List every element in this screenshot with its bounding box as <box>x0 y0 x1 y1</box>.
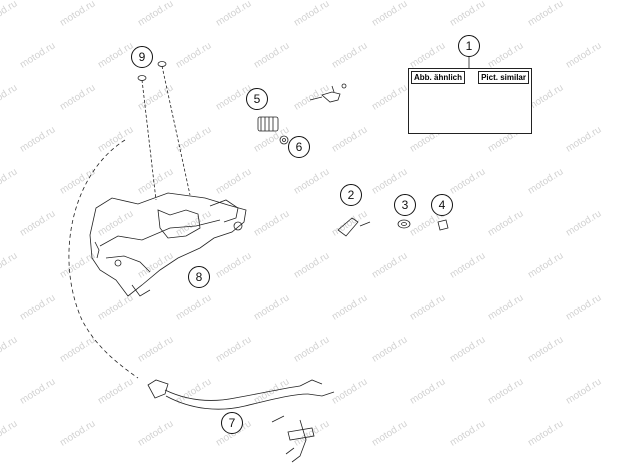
callout-3: 3 <box>394 194 416 216</box>
callout-8: 8 <box>188 266 210 288</box>
cable-part <box>147 379 335 463</box>
callout-1: 1 <box>458 35 480 57</box>
bolt-part <box>137 61 191 201</box>
part-4-screw <box>437 219 449 231</box>
callout-6: 6 <box>288 136 310 158</box>
callout-5: 5 <box>246 88 268 110</box>
label-pict-similar: Pict. similar <box>478 71 529 84</box>
part-5-connector <box>257 83 347 132</box>
callout-4: 4 <box>431 194 453 216</box>
label-abb-aehnlich: Abb. ähnlich <box>411 71 465 84</box>
part-3-grommet <box>397 219 411 229</box>
callout-9: 9 <box>131 46 153 68</box>
callout-7: 7 <box>221 412 243 434</box>
picture-similar-box: Abb. ähnlich Pict. similar <box>408 68 532 134</box>
callout-2: 2 <box>340 184 362 206</box>
bracket-part <box>89 192 247 297</box>
part-2-clip <box>337 217 371 237</box>
harness-dash-arc <box>68 139 139 379</box>
part-6-nut <box>279 135 289 145</box>
